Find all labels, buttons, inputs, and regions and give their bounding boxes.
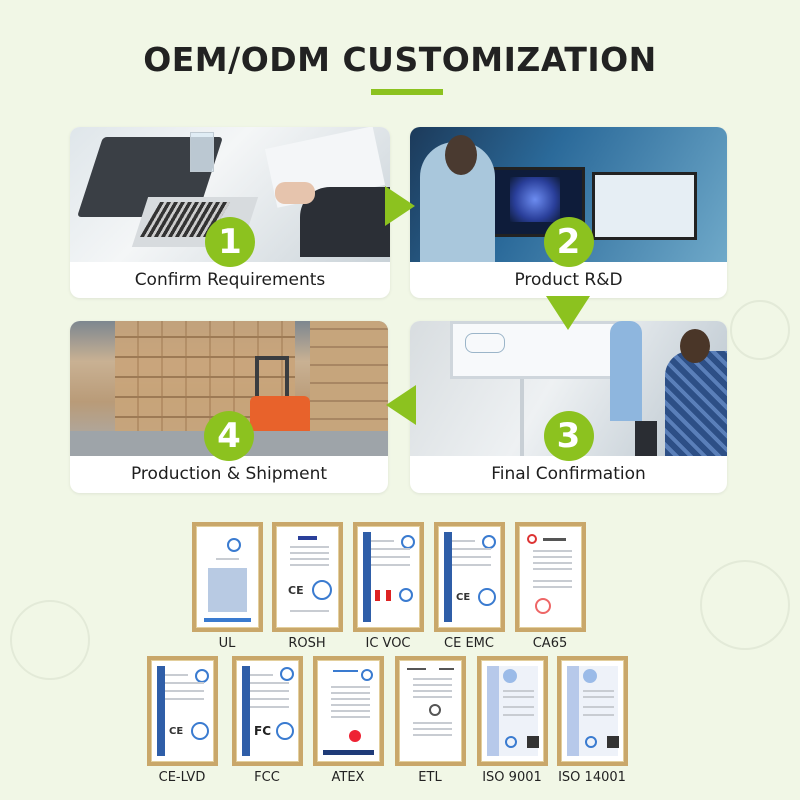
certificate-document (353, 522, 424, 632)
certificate-iso-14001: ISO 14001 (557, 656, 628, 785)
certificate-document (477, 656, 548, 766)
certificate-document (313, 656, 384, 766)
certificate-document (192, 522, 263, 632)
background-decoration (700, 560, 790, 650)
step-number-badge: 4 (204, 411, 254, 461)
step-photo-warehouse (70, 321, 388, 456)
certificate-label: ROSH (288, 636, 326, 651)
certificate-document: CE (434, 522, 505, 632)
certificate-rosh: CE ROSH (272, 522, 343, 651)
step-label: Final Confirmation (491, 464, 646, 484)
certificate-document: CE (147, 656, 218, 766)
certificate-label: CE-LVD (158, 770, 206, 785)
certificate-document (557, 656, 628, 766)
step-card-1: 1 Confirm Requirements (70, 127, 390, 298)
certificate-label: IC VOC (365, 636, 411, 651)
certificate-label: ETL (418, 770, 442, 785)
certificate-ce-emc: CE CE EMC (434, 522, 505, 651)
certificate-label: ATEX (331, 770, 365, 785)
step-label: Production & Shipment (130, 464, 328, 484)
step-card-2: 2 Product R&D (410, 127, 727, 298)
certificate-fcc: FC FCC (232, 656, 303, 785)
arrow-down-icon (546, 296, 590, 330)
step-card-3: 3 Final Confirmation (410, 321, 727, 493)
certificate-atex: ATEX (313, 656, 384, 785)
certificate-document: CE (272, 522, 343, 632)
background-decoration (10, 600, 90, 680)
step-number-badge: 3 (543, 411, 594, 461)
certificate-label: CA65 (532, 636, 568, 651)
certificate-iso-9001: ISO 9001 (477, 656, 548, 785)
background-decoration (730, 300, 790, 360)
step-card-4: 4 Production & Shipment (70, 321, 388, 493)
certificate-ca65: CA65 (515, 522, 586, 651)
certificate-document: FC (232, 656, 303, 766)
arrow-right-icon (385, 186, 415, 226)
step-number-badge: 1 (205, 217, 255, 267)
title-underline (371, 89, 443, 95)
certificate-ce-lvd: CE CE-LVD (147, 656, 218, 785)
step-label: Product R&D (514, 270, 623, 290)
page-title: OEM/ODM CUSTOMIZATION (143, 40, 657, 79)
certificate-label: CE EMC (444, 636, 494, 651)
certificate-label: FCC (254, 770, 280, 785)
certificate-ic-voc: IC VOC (353, 522, 424, 651)
certificate-label: ISO 14001 (558, 770, 626, 785)
certificate-document (515, 522, 586, 632)
certificate-etl: ETL (395, 656, 466, 785)
step-number-badge: 2 (543, 217, 594, 267)
certificate-label: ISO 9001 (482, 770, 542, 785)
certificate-label: UL (218, 636, 236, 651)
step-label: Confirm Requirements (134, 270, 326, 290)
certificate-ul: UL (192, 522, 263, 651)
arrow-left-icon (386, 385, 416, 425)
certificate-document (395, 656, 466, 766)
